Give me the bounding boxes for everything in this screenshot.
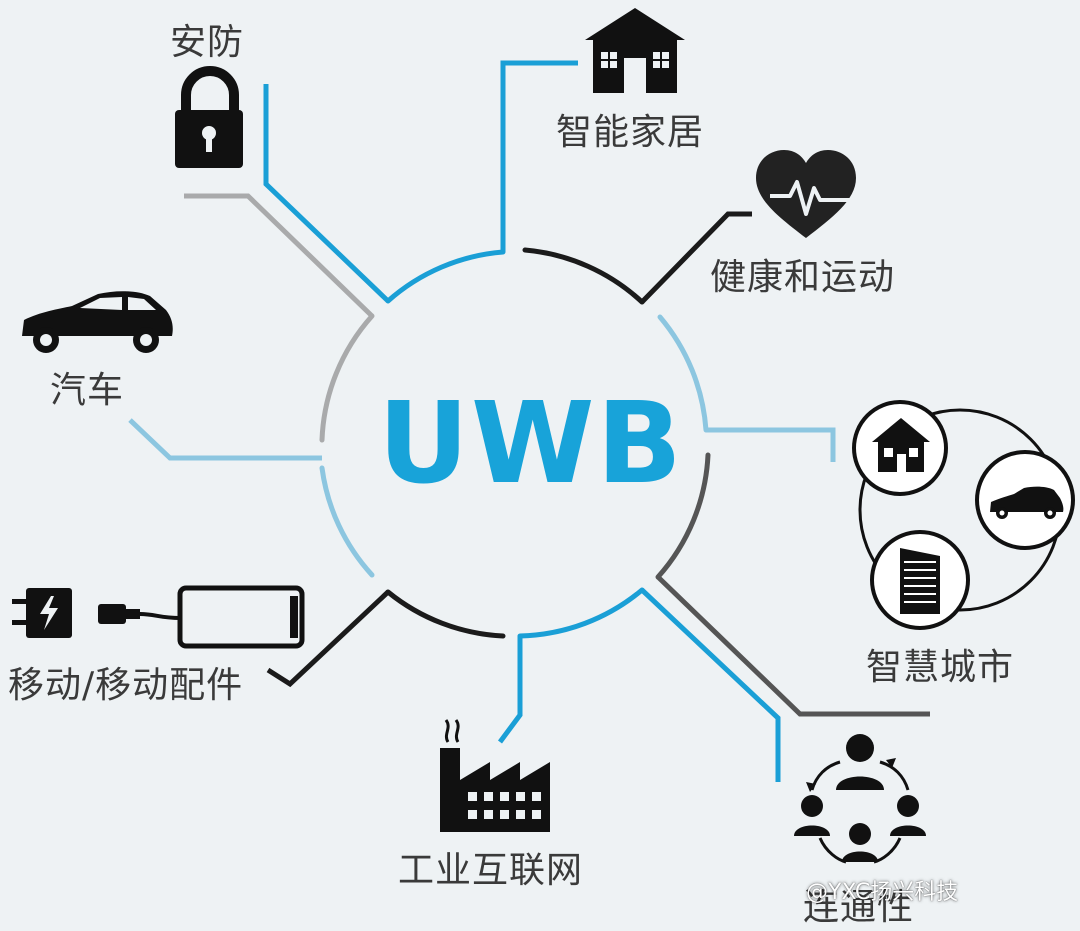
ring-arc-right <box>657 314 709 433</box>
ring-arc-top-right <box>522 247 645 305</box>
house-icon <box>585 8 685 93</box>
label-smart-city: 智慧城市 <box>866 647 1015 688</box>
people-network-icon <box>794 734 926 864</box>
ring-arc-top <box>385 249 506 304</box>
connector-connectivity <box>640 588 781 782</box>
connector-security-gray <box>184 193 374 318</box>
ring-arc-left-lower <box>319 465 375 578</box>
label-connectivity: 连通性 <box>803 887 915 928</box>
center-ring <box>319 247 711 639</box>
watermark: @YXC扬兴科技 <box>806 880 959 905</box>
connectors <box>128 60 930 782</box>
connector-car <box>128 418 322 461</box>
ring-arc-left <box>319 313 375 443</box>
padlock-icon <box>175 66 243 168</box>
ring-arc-bottom-right <box>517 587 645 639</box>
house-car-building-cluster-icon <box>852 400 1075 630</box>
connector-security <box>263 84 390 303</box>
ring-arc-bottom <box>385 589 506 639</box>
label-smart-home: 智能家居 <box>556 112 705 153</box>
charger-cable-phone-icon <box>12 585 305 649</box>
connector-mobile <box>266 590 390 688</box>
car-icon <box>22 291 173 353</box>
connector-health <box>640 211 752 304</box>
connector-industrial <box>497 636 523 744</box>
label-mobile: 移动/移动配件 <box>8 665 244 706</box>
connector-smart-home <box>500 60 578 252</box>
connector-smart-city-gray <box>656 575 930 717</box>
label-car: 汽车 <box>50 370 125 411</box>
label-industrial: 工业互联网 <box>398 850 584 891</box>
ring-arc-right-lower <box>655 452 711 580</box>
factory-icon <box>440 719 550 832</box>
heart-pulse-icon <box>756 150 865 238</box>
uwb-title: UWB <box>378 379 684 509</box>
label-security: 安防 <box>170 22 245 63</box>
connector-smart-city <box>706 427 836 462</box>
label-health: 健康和运动 <box>710 257 896 298</box>
